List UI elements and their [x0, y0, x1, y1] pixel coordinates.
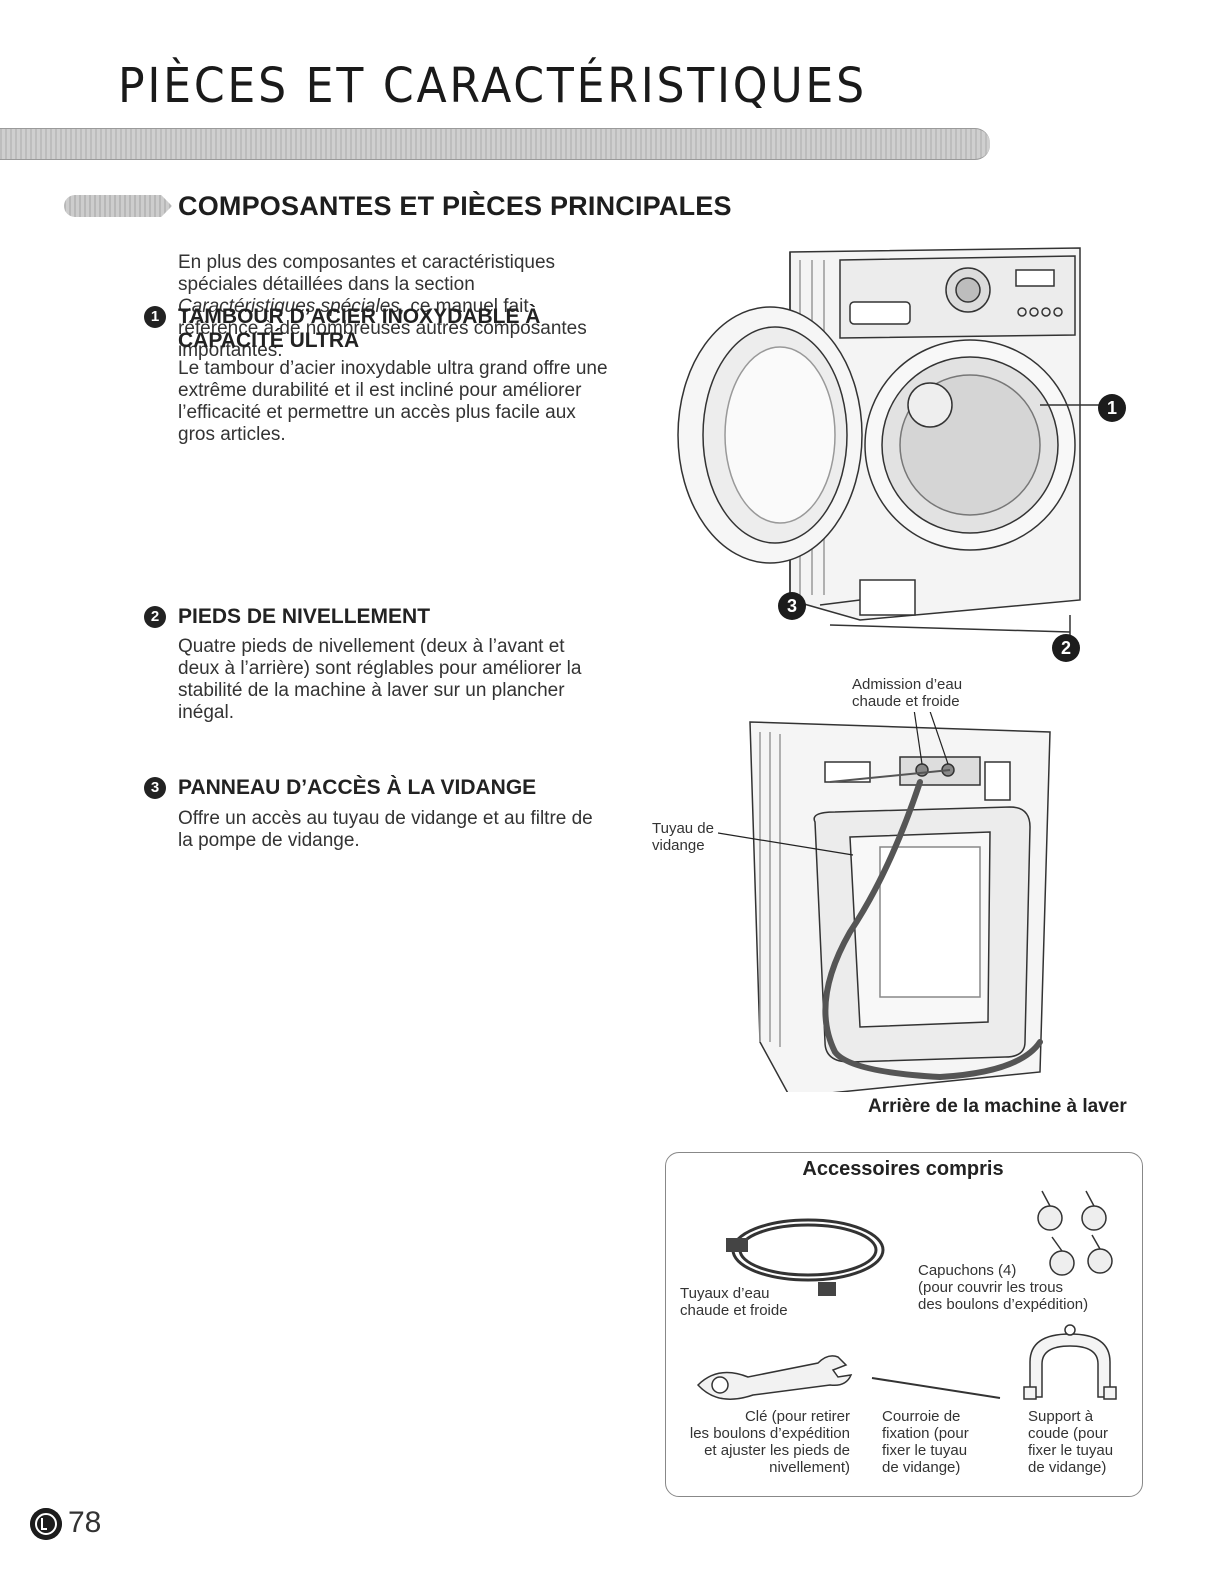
- label-drain-hose: Tuyau de vidange: [652, 820, 714, 854]
- item-1-title: TAMBOUR D’ACIER INOXYDABLE À CAPACITÉ UL…: [178, 305, 540, 353]
- rear-view-caption: Arrière de la machine à laver: [868, 1096, 1127, 1117]
- item-3-description: Offre un accès au tuyau de vidange et au…: [178, 808, 593, 851]
- label-wrench: Clé (pour retirer les boulons d’expéditi…: [672, 1408, 850, 1476]
- label-wrench-line2: les boulons d’expédition: [689, 1425, 850, 1442]
- item-1-number-badge: 1: [144, 306, 166, 328]
- item-3-number-badge: 3: [144, 777, 166, 799]
- title-divider-bar: [0, 128, 990, 160]
- drain-hose-leader-line: [718, 832, 854, 856]
- lg-logo-icon: [30, 1508, 62, 1540]
- label-caps-line1: Capuchons (4): [918, 1262, 1017, 1279]
- label-elbow-support: Support à coude (pour fixer le tuyau de …: [1028, 1408, 1113, 1476]
- label-caps-line2: (pour couvrir les trous: [918, 1279, 1064, 1296]
- accessories-box: [665, 1152, 1143, 1497]
- label-water-inlet-line1: Admission d’eau: [852, 676, 963, 693]
- label-wrench-line1: Clé (pour retirer: [744, 1408, 850, 1425]
- section-heading: COMPOSANTES ET PIÈCES PRINCIPALES: [178, 191, 732, 221]
- label-elbow-support-line1: Support à: [1028, 1408, 1094, 1425]
- wrench-icon: [696, 1355, 853, 1400]
- callout-3-access-panel: 3: [778, 592, 806, 620]
- label-wrench-line4: nivellement): [769, 1459, 850, 1476]
- label-tie-strap-line2: fixation (pour: [882, 1425, 969, 1442]
- item-1-description: Le tambour d’acier inoxydable ultra gran…: [178, 358, 608, 445]
- item-2-title: PIEDS DE NIVELLEMENT: [178, 605, 431, 628]
- label-caps: Capuchons (4) (pour couvrir les trous de…: [918, 1262, 1088, 1313]
- label-drain-hose-line1: Tuyau de: [652, 820, 714, 837]
- callout-1-drum: 1: [1098, 394, 1126, 422]
- label-wrench-line3: et ajuster les pieds de: [704, 1442, 850, 1459]
- label-water-hoses: Tuyaux d’eau chaude et froide: [680, 1285, 788, 1319]
- label-water-inlet: Admission d’eau chaude et froide: [852, 676, 962, 710]
- label-water-hoses-line2: chaude et froide: [680, 1302, 788, 1319]
- washer-rear-illustration: [749, 712, 1051, 1092]
- page-title: PIÈCES ET CARACTÉRISTIQUES: [118, 58, 867, 114]
- washer-front-illustration: [677, 247, 1100, 640]
- label-caps-line3: des boulons d’expédition): [918, 1296, 1089, 1313]
- label-tie-strap-line1: Courroie de: [882, 1408, 961, 1425]
- item-2-number-badge: 2: [144, 606, 166, 628]
- label-drain-hose-line2: vidange: [652, 837, 705, 854]
- label-elbow-support-line3: fixer le tuyau: [1028, 1442, 1114, 1459]
- intro-text-end: ce manuel fait référence à de nombreuses…: [178, 296, 587, 361]
- callout-2-leveling-feet: 2: [1052, 634, 1080, 662]
- label-water-hoses-line1: Tuyaux d’eau: [680, 1285, 770, 1302]
- intro-italic-ref: Caractéristiques spéciales,: [178, 296, 406, 317]
- label-tie-strap-line3: fixer le tuyau: [882, 1442, 968, 1459]
- item-2-description: Quatre pieds de nivellement (deux à l’av…: [178, 636, 582, 723]
- section-marker: [64, 195, 172, 217]
- label-elbow-support-line2: coude (pour: [1028, 1425, 1109, 1442]
- label-tie-strap-line4: de vidange): [882, 1459, 961, 1476]
- label-elbow-support-line4: de vidange): [1028, 1459, 1107, 1476]
- caps-icon: [1037, 1190, 1113, 1276]
- page-number: 78: [68, 1506, 102, 1539]
- label-tie-strap: Courroie de fixation (pour fixer le tuya…: [882, 1408, 969, 1476]
- tie-strap-icon: [871, 1377, 1001, 1399]
- item-1-title-line2: CAPACITÉ ULTRA: [178, 329, 360, 352]
- item-3-title: PANNEAU D’ACCÈS À LA VIDANGE: [178, 776, 537, 799]
- label-water-inlet-line2: chaude et froide: [852, 693, 960, 710]
- accessories-title: Accessoires compris: [802, 1158, 1004, 1180]
- intro-text-start: En plus des composantes et caractéristiq…: [178, 252, 556, 295]
- item-1-title-line1: TAMBOUR D’ACIER INOXYDABLE À: [178, 305, 541, 328]
- intro-paragraph: En plus des composantes et caractéristiq…: [178, 252, 608, 362]
- water-hoses-icon: [726, 1218, 885, 1296]
- elbow-support-icon: [1023, 1324, 1117, 1400]
